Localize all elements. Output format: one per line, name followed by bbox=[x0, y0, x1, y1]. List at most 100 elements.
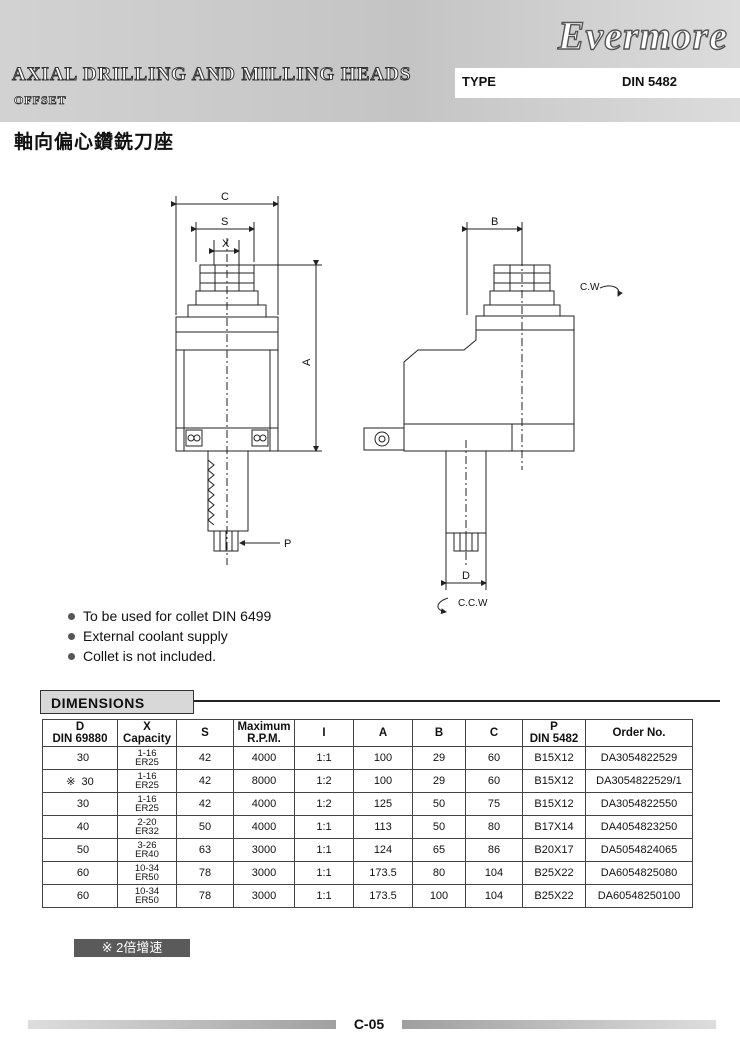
note-item: Collet is not included. bbox=[68, 646, 271, 666]
chinese-title: 軸向偏心鑽銑刀座 bbox=[14, 131, 175, 153]
cell-a: 173.5 bbox=[353, 884, 413, 908]
cell-rpm: 4000 bbox=[233, 815, 295, 839]
col-header-c: C bbox=[465, 719, 523, 747]
page-title: AXIAL DRILLING AND MILLING HEADS bbox=[11, 64, 412, 86]
cell-p: B25X22 bbox=[522, 861, 586, 885]
cell-b: 80 bbox=[412, 861, 466, 885]
cell-b: 50 bbox=[412, 815, 466, 839]
cell-rpm: 4000 bbox=[233, 792, 295, 816]
bullet-icon bbox=[68, 652, 75, 660]
cell-order: DA4054823250 bbox=[585, 815, 693, 839]
cell-rpm: 8000 bbox=[233, 769, 295, 793]
dim-label-c: C bbox=[221, 191, 229, 203]
cell-order: DA60548250100 bbox=[585, 884, 693, 908]
footnote-box: ※ 2倍增速 bbox=[74, 939, 190, 957]
cell-p: B15X12 bbox=[522, 792, 586, 816]
cell-b: 50 bbox=[412, 792, 466, 816]
cell-order: DA3054822529 bbox=[585, 746, 693, 770]
col-header-order: Order No. bbox=[585, 719, 693, 747]
page-number: C-05 bbox=[336, 1013, 402, 1035]
cell-p: B17X14 bbox=[522, 815, 586, 839]
rotation-ccw-label: C.C.W bbox=[458, 598, 488, 609]
cell-a: 100 bbox=[353, 769, 413, 793]
dim-label-x: X bbox=[222, 238, 230, 250]
col-header-b: B bbox=[412, 719, 466, 747]
cell-c: 60 bbox=[465, 769, 523, 793]
cell-i: 1:2 bbox=[294, 792, 354, 816]
type-label: TYPE bbox=[462, 74, 496, 89]
cell-i: 1:1 bbox=[294, 884, 354, 908]
cell-order: DA6054825080 bbox=[585, 861, 693, 885]
note-item: To be used for collet DIN 6499 bbox=[68, 606, 271, 626]
cell-i: 1:1 bbox=[294, 746, 354, 770]
note-item: External coolant supply bbox=[68, 626, 271, 646]
cell-s: 42 bbox=[176, 769, 234, 793]
feature-notes: To be used for collet DIN 6499 External … bbox=[68, 606, 271, 666]
cell-d: 40 bbox=[42, 815, 118, 839]
cell-order: DA5054824065 bbox=[585, 838, 693, 862]
cell-c: 86 bbox=[465, 838, 523, 862]
page-subtitle: OFFSET bbox=[14, 93, 67, 108]
col-header-i: I bbox=[294, 719, 354, 747]
cell-a: 125 bbox=[353, 792, 413, 816]
cell-c: 60 bbox=[465, 746, 523, 770]
cell-d: 60 bbox=[42, 884, 118, 908]
cell-c: 104 bbox=[465, 861, 523, 885]
cell-i: 1:1 bbox=[294, 838, 354, 862]
cell-a: 173.5 bbox=[353, 861, 413, 885]
cell-s: 78 bbox=[176, 861, 234, 885]
brand-logo: Evermore bbox=[557, 12, 728, 58]
cell-c: 75 bbox=[465, 792, 523, 816]
cell-p: B25X22 bbox=[522, 884, 586, 908]
cell-i: 1:1 bbox=[294, 861, 354, 885]
col-header-a: A bbox=[353, 719, 413, 747]
col-header-s: S bbox=[176, 719, 234, 747]
cell-b: 29 bbox=[412, 769, 466, 793]
cell-d: 60 bbox=[42, 861, 118, 885]
dim-label-p: P bbox=[284, 538, 291, 550]
bullet-icon bbox=[68, 632, 75, 640]
cell-c: 80 bbox=[465, 815, 523, 839]
cell-d: 30 bbox=[42, 746, 118, 770]
cell-rpm: 4000 bbox=[233, 746, 295, 770]
cell-s: 42 bbox=[176, 792, 234, 816]
cell-d: 50 bbox=[42, 838, 118, 862]
cell-a: 100 bbox=[353, 746, 413, 770]
cell-order: DA3054822529/1 bbox=[585, 769, 693, 793]
speed-mark: ※ bbox=[66, 775, 76, 788]
technical-drawing: C S X A P B D C.W C.C.W bbox=[171, 191, 623, 615]
cell-b: 65 bbox=[412, 838, 466, 862]
cell-p: B20X17 bbox=[522, 838, 586, 862]
cell-b: 29 bbox=[412, 746, 466, 770]
cell-rpm: 3000 bbox=[233, 884, 295, 908]
dimensions-tab: DIMENSIONS bbox=[40, 690, 194, 714]
cell-p: B15X12 bbox=[522, 769, 586, 793]
dim-label-b: B bbox=[491, 216, 498, 228]
rotation-cw-label: C.W bbox=[580, 282, 600, 293]
cell-rpm: 3000 bbox=[233, 861, 295, 885]
dim-label-d: D bbox=[462, 570, 470, 582]
cell-rpm: 3000 bbox=[233, 838, 295, 862]
header-band bbox=[0, 0, 740, 122]
cell-s: 78 bbox=[176, 884, 234, 908]
cell-a: 124 bbox=[353, 838, 413, 862]
section-rule bbox=[40, 700, 720, 702]
cell-c: 104 bbox=[465, 884, 523, 908]
